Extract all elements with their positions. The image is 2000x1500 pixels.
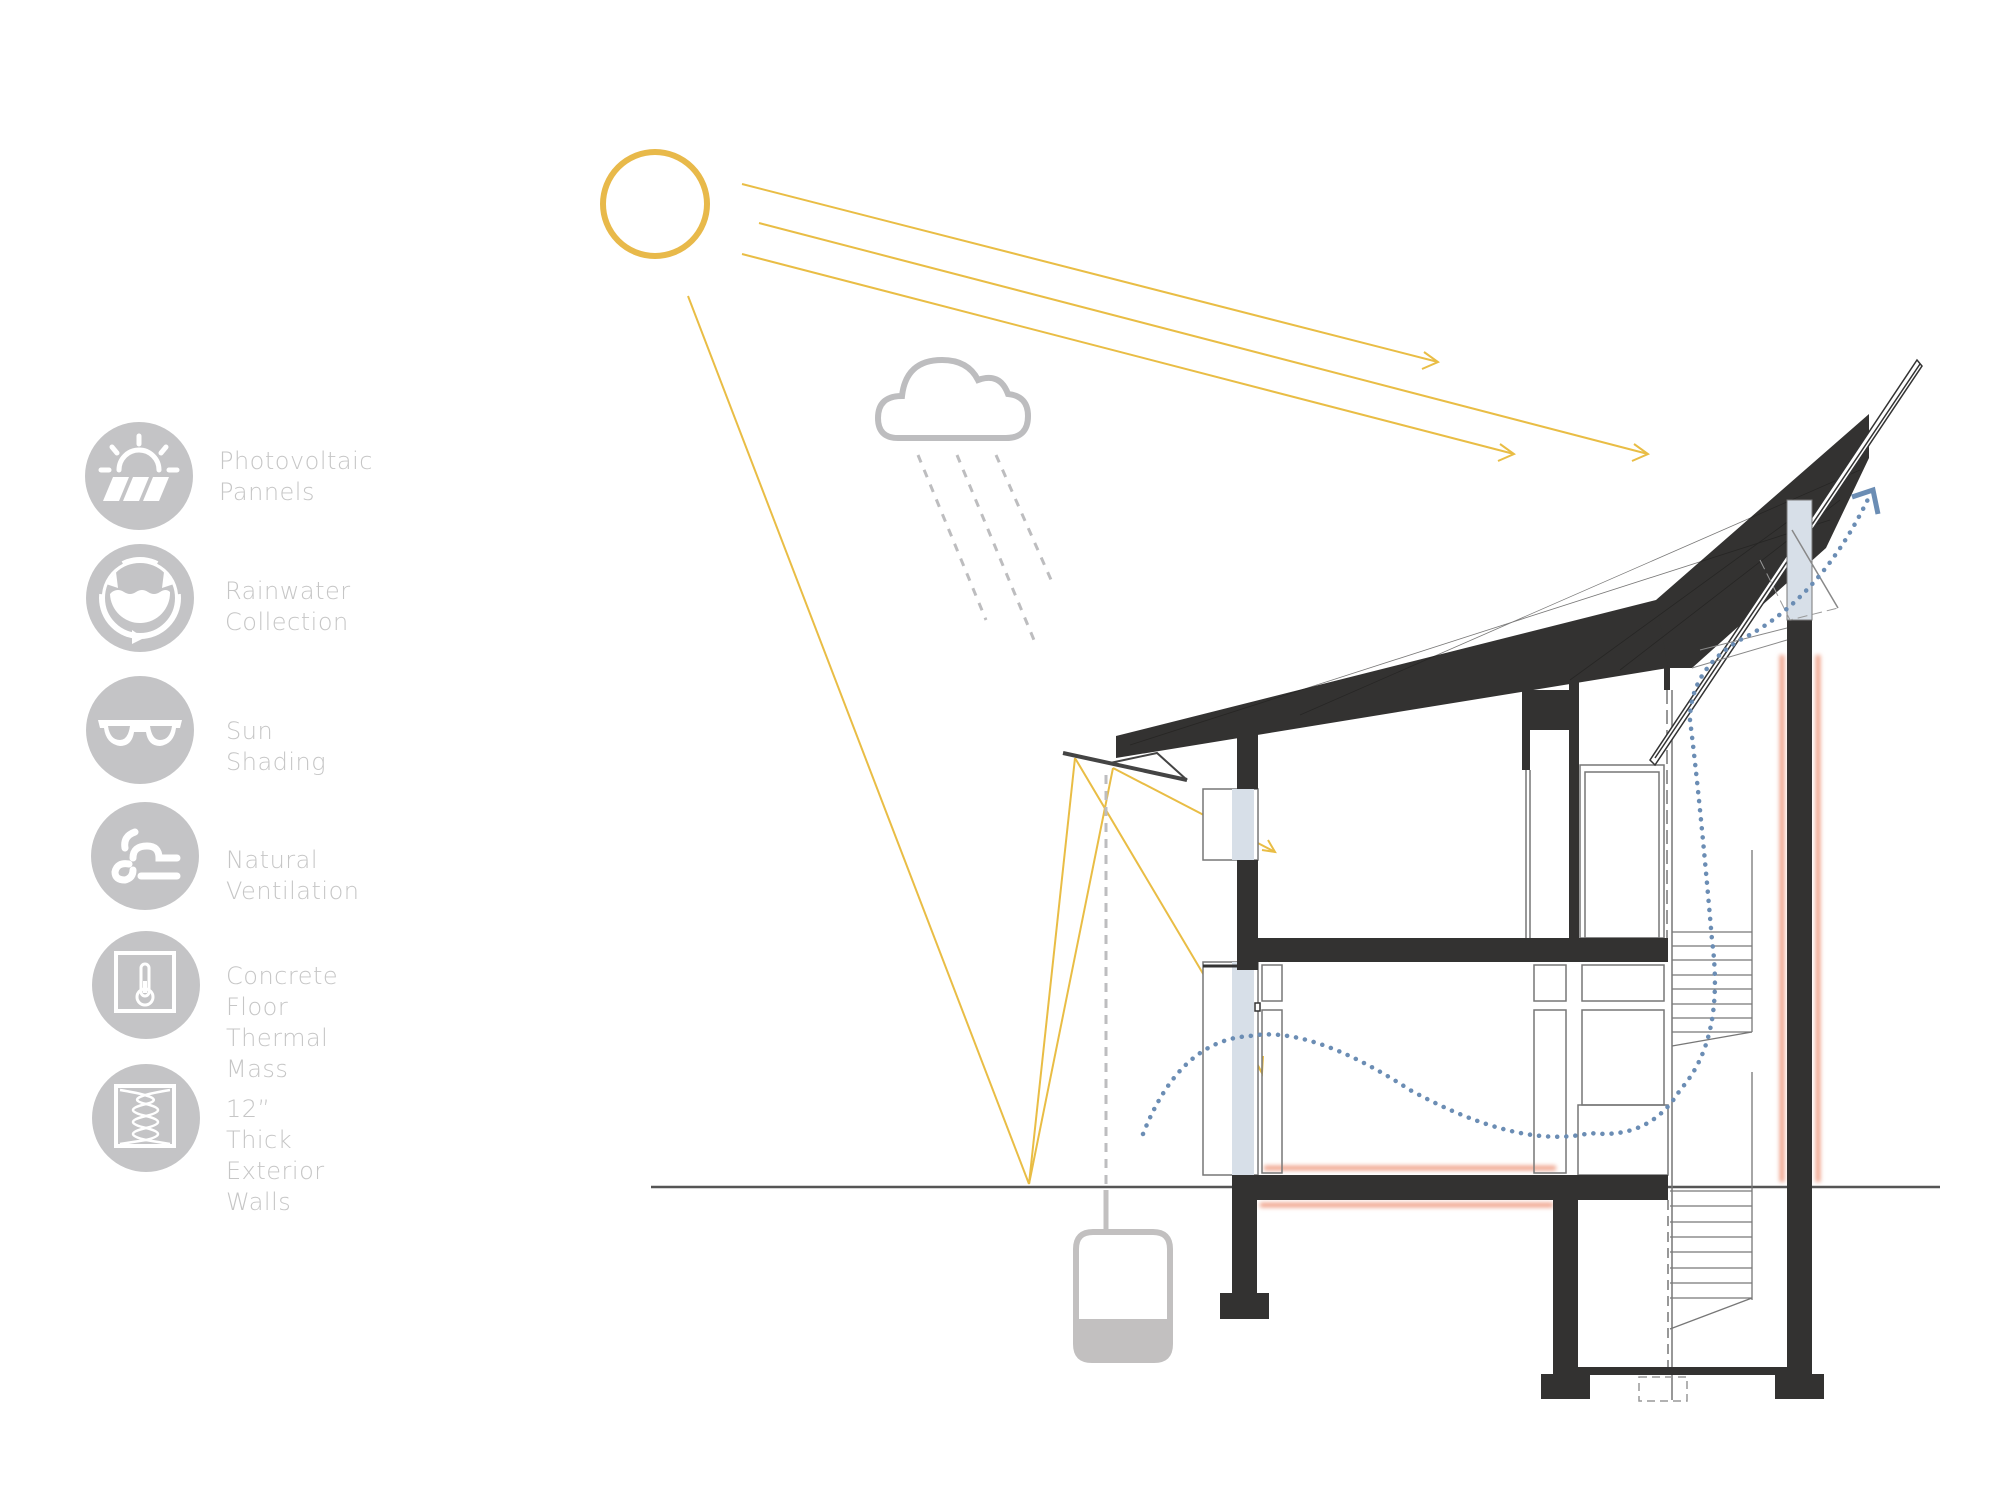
clerestory-window — [1691, 499, 1839, 669]
thermal-mass-glow — [1260, 655, 1821, 1208]
rain-lines — [916, 454, 1054, 641]
reflected-sun-rays — [687, 295, 1277, 1185]
sunglasses-icon — [86, 676, 194, 784]
wind-icon — [91, 802, 199, 910]
cloud-icon — [874, 356, 1032, 441]
legend-label-rainwater: Rainwater Collection — [225, 577, 351, 636]
legend-label-natural-ventilation: Natural Ventilation — [226, 846, 360, 905]
stairs — [1669, 850, 1753, 1330]
solar-panel-icon — [85, 422, 193, 530]
legend-label-photovoltaic: Photovoltaic Pannels — [219, 447, 373, 506]
sun-icon — [600, 149, 710, 259]
sun-shading-device — [1062, 751, 1188, 782]
windows — [1202, 690, 1688, 1402]
insulation-icon — [92, 1064, 200, 1172]
rainwater-cycle-icon — [86, 544, 194, 652]
photovoltaic-panel — [1649, 358, 1923, 767]
ventilation-arrow-icon — [1851, 486, 1881, 515]
legend-label-exterior-walls: 12” Thick Exterior Walls — [226, 1095, 325, 1216]
building-structure — [1116, 414, 1869, 1399]
legend-label-concrete-floor: Concrete Floor Thermal Mass — [226, 962, 339, 1083]
legend-label-sun-shading: Sun Shading — [226, 717, 327, 776]
sun-rays — [741, 183, 1651, 462]
thermometer-icon — [92, 931, 200, 1039]
rainwater-tank-icon — [1073, 1229, 1173, 1363]
